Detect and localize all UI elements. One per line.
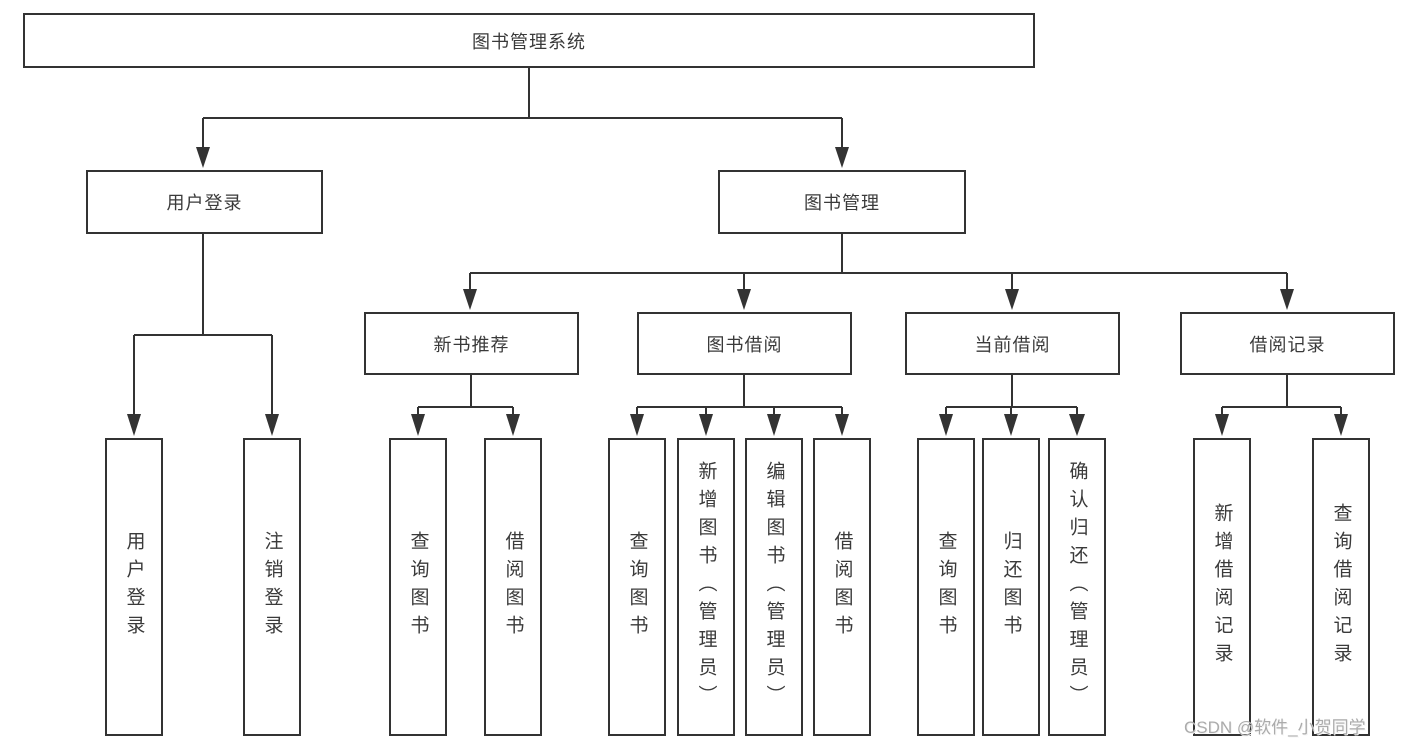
node-label: 查询图书 — [626, 531, 648, 643]
node-book-borrowing: 图书借阅 — [637, 312, 852, 375]
node-label: 新书推荐 — [433, 334, 510, 355]
leaf-borrow-books-borrowing: 借阅图书 — [813, 438, 871, 736]
node-current-borrowing: 当前借阅 — [905, 312, 1120, 375]
leaf-confirm-return-admin: 确认归还（管理员） — [1048, 438, 1106, 736]
node-label: 注销登录 — [261, 531, 283, 643]
node-label: 当前借阅 — [974, 334, 1051, 355]
leaf-logout: 注销登录 — [243, 438, 301, 736]
node-label: 查询图书 — [407, 531, 429, 643]
node-label: 借阅图书 — [831, 531, 853, 643]
node-label: 新增借阅记录 — [1211, 503, 1233, 671]
csdn-watermark: CSDN @软件_小贺同学 — [1184, 718, 1366, 737]
node-label: 图书借阅 — [706, 334, 783, 355]
leaf-query-borrow-record: 查询借阅记录 — [1312, 438, 1370, 736]
leaf-edit-book-admin: 编辑图书（管理员） — [745, 438, 803, 736]
node-label: 用户登录 — [166, 193, 243, 213]
node-label: 确认归还（管理员） — [1066, 461, 1088, 713]
leaf-borrow-books-recommend: 借阅图书 — [484, 438, 542, 736]
node-label: 查询图书 — [935, 531, 957, 643]
node-label: 用户登录 — [123, 531, 145, 643]
node-label: 归还图书 — [1000, 531, 1022, 643]
node-label: 图书管理 — [804, 193, 880, 213]
node-label: 编辑图书（管理员） — [763, 461, 785, 713]
node-user-login: 用户登录 — [86, 170, 323, 234]
leaf-user-login: 用户登录 — [105, 438, 163, 736]
node-label: 图书管理系统 — [472, 31, 586, 52]
arrowhead-group — [127, 147, 1348, 436]
leaf-query-books-borrowing: 查询图书 — [608, 438, 666, 736]
leaf-query-books-recommend: 查询图书 — [389, 438, 447, 736]
node-book-management: 图书管理 — [718, 170, 966, 234]
leaf-add-borrow-record: 新增借阅记录 — [1193, 438, 1251, 736]
node-borrowing-records: 借阅记录 — [1180, 312, 1395, 375]
node-new-book-recommendation: 新书推荐 — [364, 312, 579, 375]
node-label: 查询借阅记录 — [1330, 503, 1352, 671]
leaf-return-books: 归还图书 — [982, 438, 1040, 736]
node-library-management-system: 图书管理系统 — [23, 13, 1035, 68]
node-label: 借阅图书 — [502, 531, 524, 643]
leaf-add-book-admin: 新增图书（管理员） — [677, 438, 735, 736]
node-label: 借阅记录 — [1249, 334, 1326, 355]
node-label: 新增图书（管理员） — [695, 461, 717, 713]
leaf-query-books-current: 查询图书 — [917, 438, 975, 736]
